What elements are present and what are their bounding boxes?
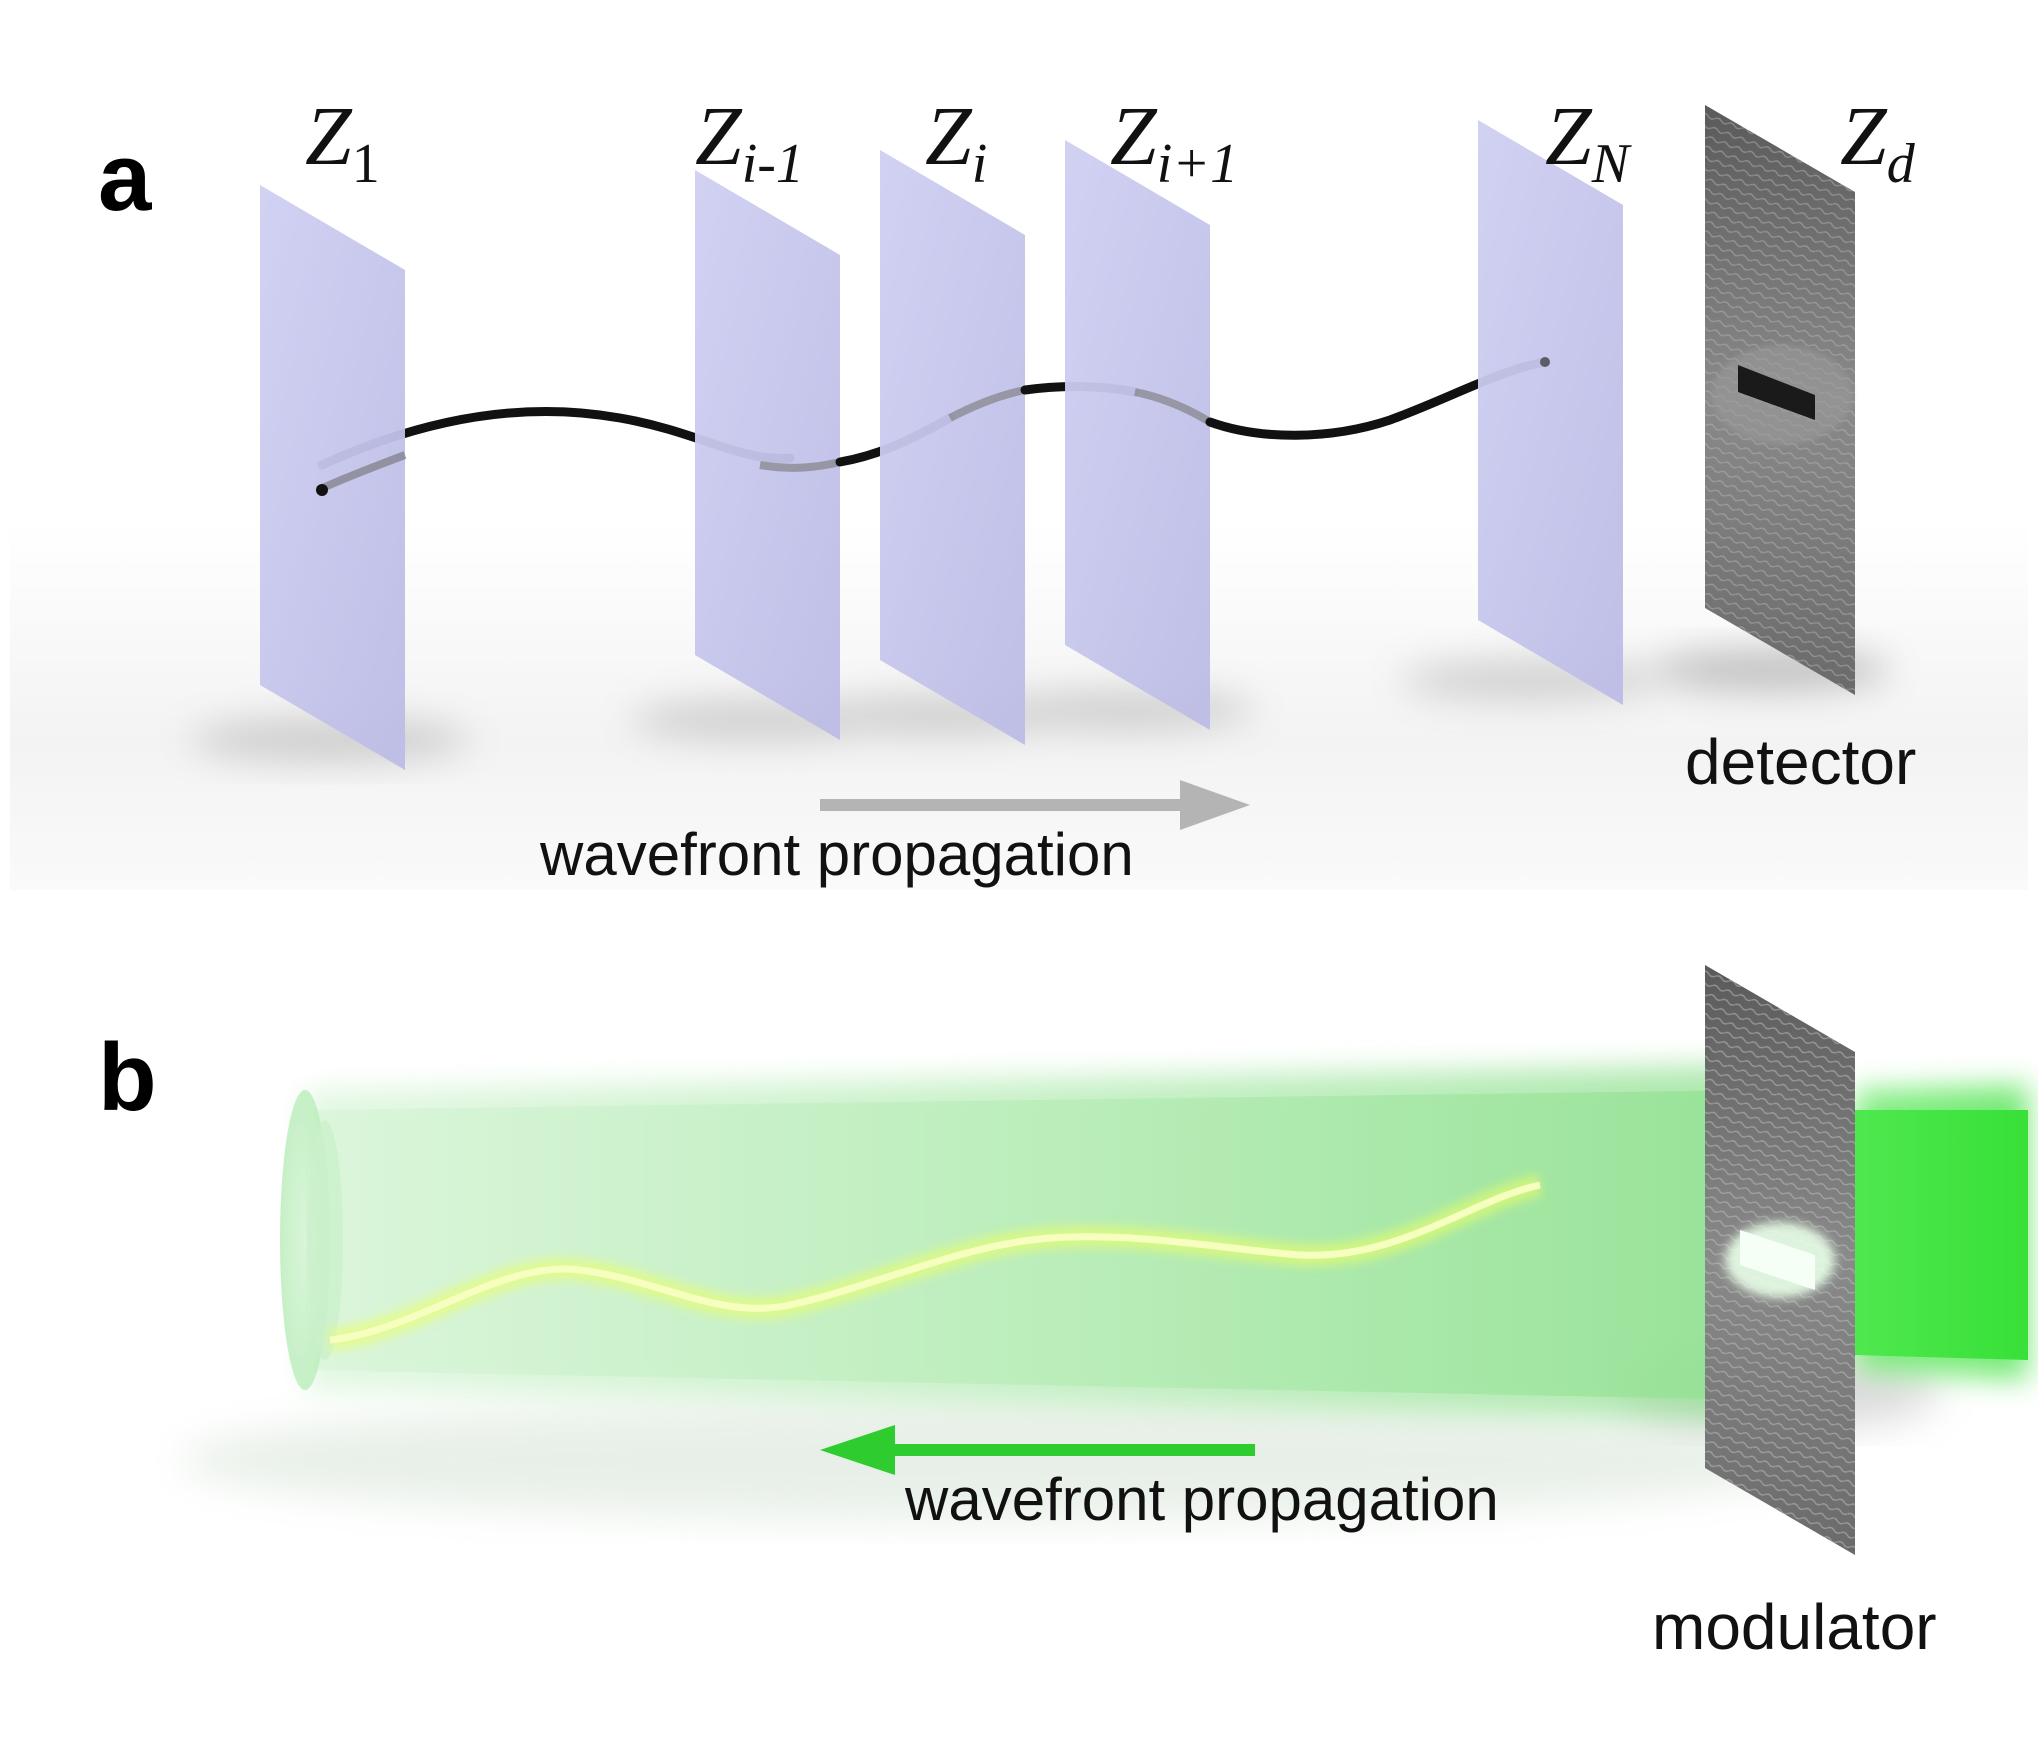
arrow-label-b: wavefront propagation	[905, 1466, 1499, 1533]
plane-label-zi-1: Zi-1	[695, 90, 804, 195]
plane-label-zi: Zi	[925, 90, 988, 195]
wave-start-point	[316, 484, 328, 496]
detector-screen	[1705, 105, 1855, 695]
modulator-screen	[1705, 965, 1855, 1555]
panel-letter-a: a	[98, 124, 152, 231]
wave-through-zi+1	[1134, 388, 1213, 426]
beam-shadow	[180, 1400, 1820, 1520]
plane-zn	[1478, 120, 1623, 705]
modulator-label: modulator	[1652, 1591, 1937, 1663]
panel-b-illustration	[180, 965, 2028, 1555]
arrow-label-a: wavefront propagation	[540, 821, 1134, 888]
plane-zi+1	[1065, 140, 1210, 730]
wave-through-zi-1	[759, 458, 841, 472]
plane-label-z1: Z1	[305, 90, 380, 195]
plane-zi	[880, 150, 1025, 745]
wave-through-zi	[948, 386, 1026, 422]
detector-label: detector	[1685, 726, 1917, 798]
plane-z1	[260, 185, 405, 770]
panel-a: a Z1 Zi-1 Zi Zi+1 ZN Zd wavefront propag…	[10, 90, 2028, 890]
panel-letter-b: b	[98, 1024, 157, 1131]
panel-b: b wavefront propagation modulator	[0, 900, 2038, 1755]
plane-label-zd: Zd	[1840, 90, 1915, 195]
green-beam-source	[1855, 1085, 2028, 1380]
plane-label-zn: ZN	[1545, 90, 1630, 195]
propagation-arrow-a	[820, 780, 1250, 830]
glowing-wave	[328, 1174, 1543, 1351]
plane-label-zi+1: Zi+1	[1110, 90, 1239, 195]
plane-zi-1	[695, 170, 840, 740]
propagation-arrow-b	[820, 1425, 1255, 1475]
panel-a-illustration	[10, 105, 2028, 890]
